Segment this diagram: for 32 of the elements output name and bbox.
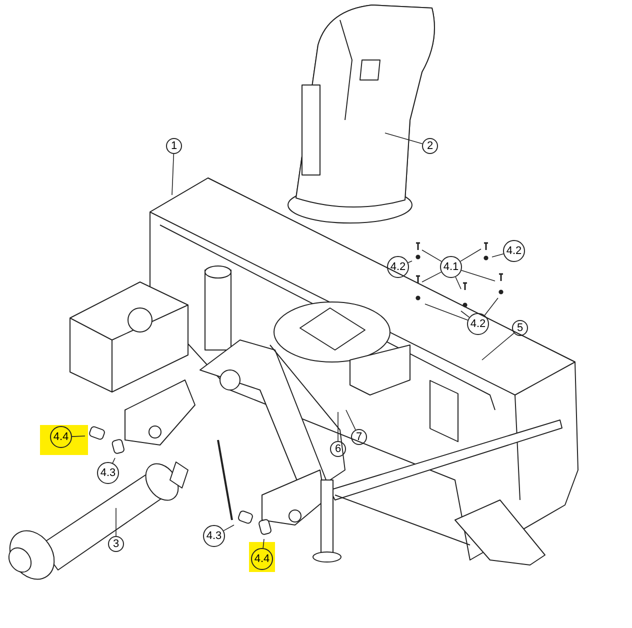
callout-number: 5 [512, 320, 528, 336]
leader-line [422, 272, 442, 282]
callout-number: 6 [330, 441, 346, 457]
callout-number: 3 [108, 536, 124, 552]
leader-line [460, 310, 470, 318]
callout-number: 4.1 [440, 256, 462, 278]
leader-line [72, 436, 86, 437]
callout-number: 1 [166, 138, 182, 154]
leader-line [384, 132, 423, 144]
leader-line [172, 154, 174, 196]
leader-line [262, 538, 264, 548]
leader-line [460, 248, 482, 262]
leader-line [424, 304, 468, 321]
leader-line [223, 524, 234, 532]
leader-line [455, 276, 462, 290]
leader-line [422, 250, 442, 262]
leader-line [484, 298, 498, 316]
leader-line [482, 332, 514, 360]
callout-number: 4.2 [387, 256, 409, 278]
callout-number: 4.2 [467, 313, 489, 335]
leader-line [461, 270, 496, 282]
callout-number: 4.3 [97, 462, 119, 484]
leader-line [408, 260, 412, 264]
callout-number: 2 [422, 138, 438, 154]
callout-number: 7 [351, 429, 367, 445]
callout-number: 4.2 [503, 240, 525, 262]
callout-number: 4.3 [203, 525, 225, 547]
callout-number: 4.4 [50, 426, 72, 448]
callout-number: 4.4 [251, 548, 273, 570]
leader-line [112, 458, 116, 464]
leader-line [492, 254, 504, 258]
leader-line [346, 410, 356, 430]
